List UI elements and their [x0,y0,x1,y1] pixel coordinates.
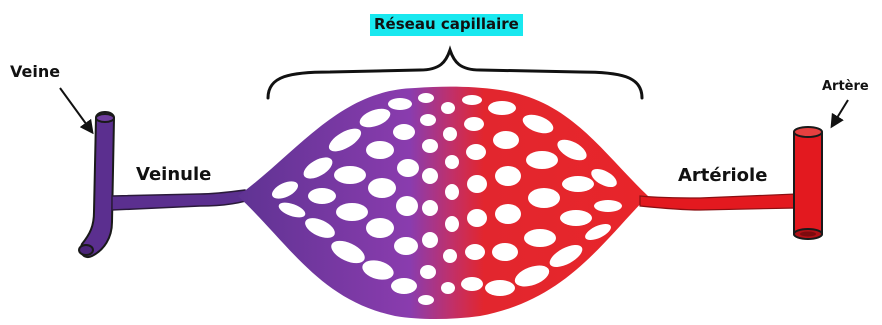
artery-vessel [794,127,822,239]
label-veine: Veine [10,64,60,80]
capillary-network [238,87,648,319]
label-arteriole: Artériole [678,167,767,185]
venule-vessel [112,190,255,210]
arteriole-vessel [640,194,796,210]
artere-arrow [832,100,848,126]
veine-arrow [60,88,92,132]
label-veinule: Veinule [136,166,211,184]
network-title: Réseau capillaire [370,14,523,36]
vein-vessel [79,112,114,257]
label-artere: Artère [822,80,869,93]
